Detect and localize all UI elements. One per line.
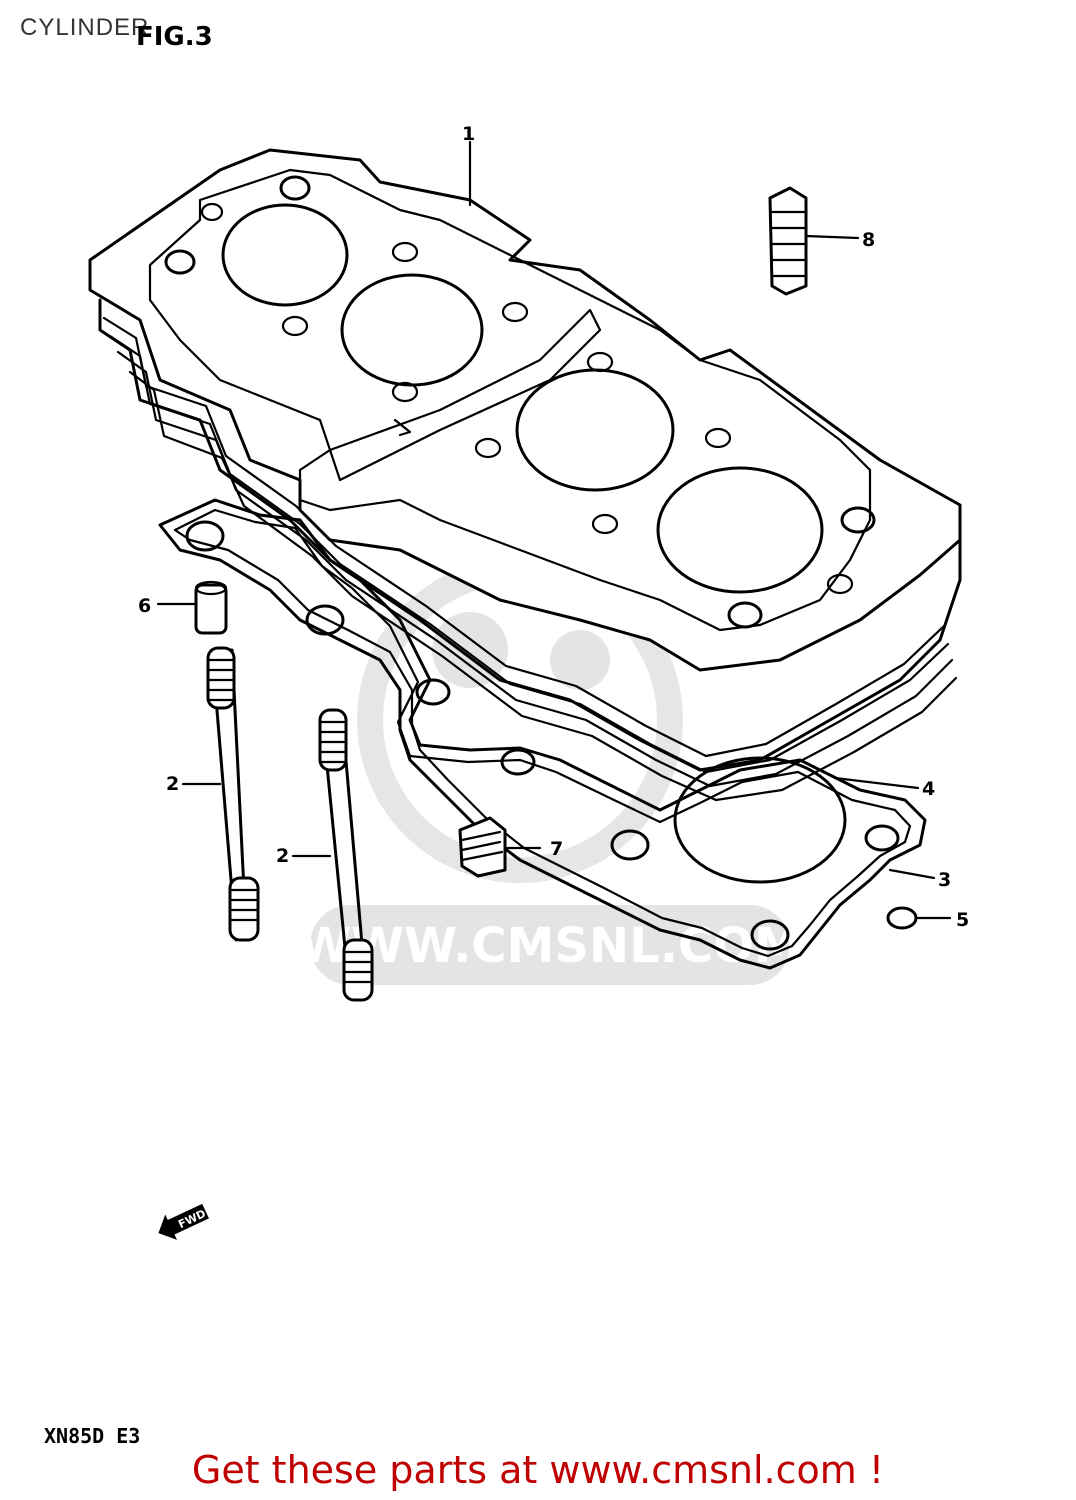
stud-bolt-right <box>318 708 374 1002</box>
rubber-damper-8 <box>768 186 808 296</box>
cylinder-base-gasket <box>158 498 927 970</box>
footer-link[interactable]: Get these parts at www.cmsnl.com ! <box>191 1448 885 1492</box>
watermark: WWW.CMSNL.COM <box>298 557 802 985</box>
fwd-arrow-icon: FWD <box>158 1203 209 1240</box>
cylinder-block <box>88 148 962 802</box>
model-label: XN85D E3 <box>44 1424 141 1448</box>
seal-washer <box>886 906 918 930</box>
caption: CYLINDER <box>20 14 150 41</box>
callout-1: 1 <box>462 123 475 145</box>
figure-label: FIG.3 <box>136 22 213 52</box>
callout-2b: 2 <box>276 845 289 867</box>
callout-3: 3 <box>938 869 951 891</box>
callout-6: 6 <box>138 595 151 617</box>
callout-4: 4 <box>922 778 935 800</box>
dowel-pin <box>194 580 228 635</box>
callout-2a: 2 <box>166 773 179 795</box>
o-ring <box>673 756 847 884</box>
leader-lines <box>156 140 952 920</box>
watermark-text: WWW.CMSNL.COM <box>298 918 802 974</box>
callout-8: 8 <box>862 229 875 251</box>
stud-bolt-left <box>206 646 260 942</box>
callout-7: 7 <box>550 838 563 860</box>
callout-5: 5 <box>956 909 969 931</box>
rubber-damper-7 <box>458 816 507 878</box>
